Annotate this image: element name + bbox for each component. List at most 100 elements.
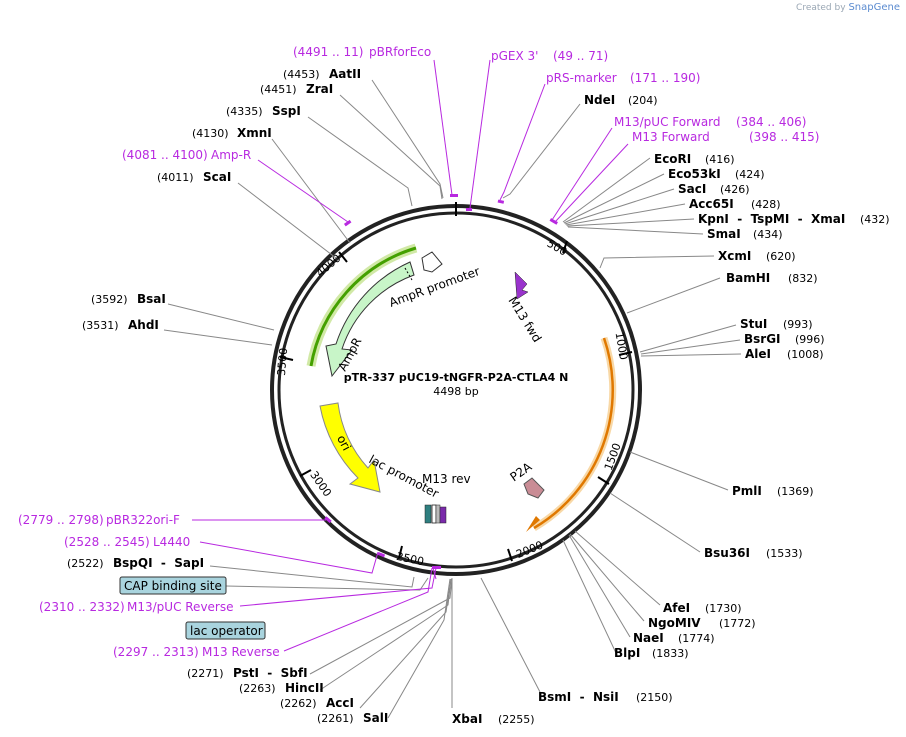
- site-ndei-pos: (204): [628, 94, 658, 107]
- site-acc65i[interactable]: Acc65I: [689, 197, 734, 211]
- site-blpi[interactable]: BlpI: [614, 646, 640, 660]
- site-scai[interactable]: ScaI: [203, 170, 231, 184]
- site-xmni-pos: (4130): [192, 127, 229, 140]
- site-ngomiv-pos: (1772): [719, 617, 756, 630]
- site-xcmi-pos: (620): [766, 250, 796, 263]
- site-stui[interactable]: StuI: [740, 317, 767, 331]
- site-bsrgi[interactable]: BsrGI: [744, 332, 781, 346]
- m13-fwd-primer-arrow[interactable]: [514, 271, 529, 300]
- m13-fwd-label: M13 fwd: [505, 294, 544, 345]
- site-saci-pos: (426): [720, 183, 750, 196]
- primer-connector-lines: [192, 59, 629, 652]
- primer-m13-forward[interactable]: M13 Forward: [632, 130, 710, 144]
- tick-label-3500: 3500: [275, 347, 290, 376]
- site-kpni-tspmi-xmai[interactable]: KpnI - TspMI - XmaI: [698, 212, 845, 226]
- site-xbai-pos: (2255): [498, 713, 535, 726]
- site-ngomiv[interactable]: NgoMIV: [648, 616, 701, 630]
- site-pmli-pos: (1369): [777, 485, 814, 498]
- site-bsu36i[interactable]: Bsu36I: [704, 546, 750, 560]
- site-afei-pos: (1730): [705, 602, 742, 615]
- primer-m13-reverse-range: (2297 .. 2313): [113, 645, 199, 659]
- right-connector-lines: [451, 103, 742, 708]
- p2a-arrow[interactable]: [523, 477, 545, 499]
- primer-m13-reverse[interactable]: M13 Reverse: [202, 645, 280, 659]
- site-naei[interactable]: NaeI: [633, 631, 664, 645]
- primer-m13-puc-reverse[interactable]: M13/pUC Reverse: [127, 600, 234, 614]
- site-xbai[interactable]: XbaI: [452, 712, 482, 726]
- site-bamhi[interactable]: BamHI: [726, 271, 770, 285]
- tick-marks: [279, 240, 633, 562]
- site-ecori[interactable]: EcoRI: [654, 152, 691, 166]
- site-bsmi-nsii-pos: (2150): [636, 691, 673, 704]
- primer-amp-r[interactable]: Amp-R: [211, 148, 251, 162]
- site-smai-pos: (434): [753, 228, 783, 241]
- primer-prs-marker[interactable]: pRS-marker: [546, 71, 617, 85]
- tick-label-3000: 3000: [307, 469, 334, 499]
- site-acci-pos: (2262): [280, 697, 317, 710]
- site-xmni[interactable]: XmnI: [237, 126, 272, 140]
- site-naei-pos: (1774): [678, 632, 715, 645]
- primer-pbrforeco[interactable]: pBRforEco: [369, 45, 431, 59]
- site-xcmi[interactable]: XcmI: [718, 249, 751, 263]
- site-bspqi-sapi-pos: (2522): [67, 557, 104, 570]
- primer-pgex3-range: (49 .. 71): [553, 49, 608, 63]
- site-sspi-pos: (4335): [226, 105, 263, 118]
- snapgene-credit: Created by SnapGene: [796, 2, 900, 13]
- lac-region-arrows[interactable]: [424, 504, 447, 524]
- plasmid-name: pTR-337 pUC19-tNGFR-P2A-CTLA4 N: [344, 371, 569, 384]
- cap-binding-site-box[interactable]: CAP binding site: [119, 576, 227, 595]
- ori-label: ori: [334, 433, 354, 453]
- site-ndei[interactable]: NdeI: [584, 93, 615, 107]
- primer-m13-puc-forward-range: (384 .. 406): [736, 115, 806, 129]
- site-ahdi-pos: (3531): [82, 319, 119, 332]
- lac-operator-box[interactable]: lac operator: [185, 621, 266, 640]
- primer-prs-marker-range: (171 .. 190): [630, 71, 700, 85]
- site-ahdi[interactable]: AhdI: [128, 318, 159, 332]
- primer-m13-forward-range: (398 .. 415): [749, 130, 819, 144]
- tick-label-1000: 1000: [613, 331, 631, 361]
- site-alei[interactable]: AleI: [745, 347, 771, 361]
- tick-label-2500: 2500: [395, 550, 425, 569]
- site-bsai[interactable]: BsaI: [137, 292, 166, 306]
- site-smai[interactable]: SmaI: [707, 227, 741, 241]
- ori-feature[interactable]: [319, 402, 381, 493]
- primer-pgex3[interactable]: pGEX 3': [491, 49, 538, 63]
- site-bsrgi-pos: (996): [795, 333, 825, 346]
- site-sali[interactable]: SalI: [363, 711, 388, 725]
- cap-binding-site-label: CAP binding site: [124, 579, 222, 593]
- site-saci[interactable]: SacI: [678, 182, 706, 196]
- primer-m13-puc-reverse-range: (2310 .. 2332): [39, 600, 125, 614]
- site-bsmi-nsii[interactable]: BsmI - NsiI: [538, 690, 619, 704]
- site-aatii-pos: (4453): [283, 68, 320, 81]
- site-alei-pos: (1008): [787, 348, 824, 361]
- primer-l4440[interactable]: L4440: [153, 535, 190, 549]
- site-zrai[interactable]: ZraI: [306, 82, 333, 96]
- site-bamhi-pos: (832): [788, 272, 818, 285]
- tngfr-ctla4-orange-feature[interactable]: [526, 336, 617, 532]
- site-psti-sbfi-pos: (2271): [187, 667, 224, 680]
- site-kpni-tspmi-xmai-pos: (432): [860, 213, 890, 226]
- site-sspi[interactable]: SspI: [272, 104, 301, 118]
- site-pmli[interactable]: PmlI: [732, 484, 762, 498]
- primer-m13-puc-forward[interactable]: M13/pUC Forward: [614, 115, 721, 129]
- plasmid-size: 4498 bp: [433, 385, 478, 398]
- primer-pbrforeco-range: (4491 .. 11): [293, 45, 363, 59]
- primer-amp-r-range: (4081 .. 4100): [122, 148, 208, 162]
- site-hincii[interactable]: HincII: [285, 681, 324, 695]
- site-psti-sbfi[interactable]: PstI - SbfI: [233, 666, 308, 680]
- ampr-feature[interactable]: [306, 243, 418, 378]
- primer-ring-ticks: [324, 194, 558, 569]
- site-bspqi-sapi[interactable]: BspQI - SapI: [113, 556, 204, 570]
- primer-pbr322ori[interactable]: pBR322ori-F: [106, 513, 180, 527]
- site-acci[interactable]: AccI: [326, 696, 354, 710]
- ampr-promoter-arrow[interactable]: [421, 251, 443, 273]
- primer-l4440-range: (2528 .. 2545): [64, 535, 150, 549]
- site-acc65i-pos: (428): [751, 198, 781, 211]
- site-eco53ki[interactable]: Eco53kI: [668, 167, 721, 181]
- primer-pbr322ori-range: (2779 .. 2798): [18, 513, 104, 527]
- site-blpi-pos: (1833): [652, 647, 689, 660]
- left-connector-lines: [163, 79, 453, 719]
- site-aatii[interactable]: AatII: [329, 67, 361, 81]
- site-afei[interactable]: AfeI: [663, 601, 690, 615]
- site-stui-pos: (993): [783, 318, 813, 331]
